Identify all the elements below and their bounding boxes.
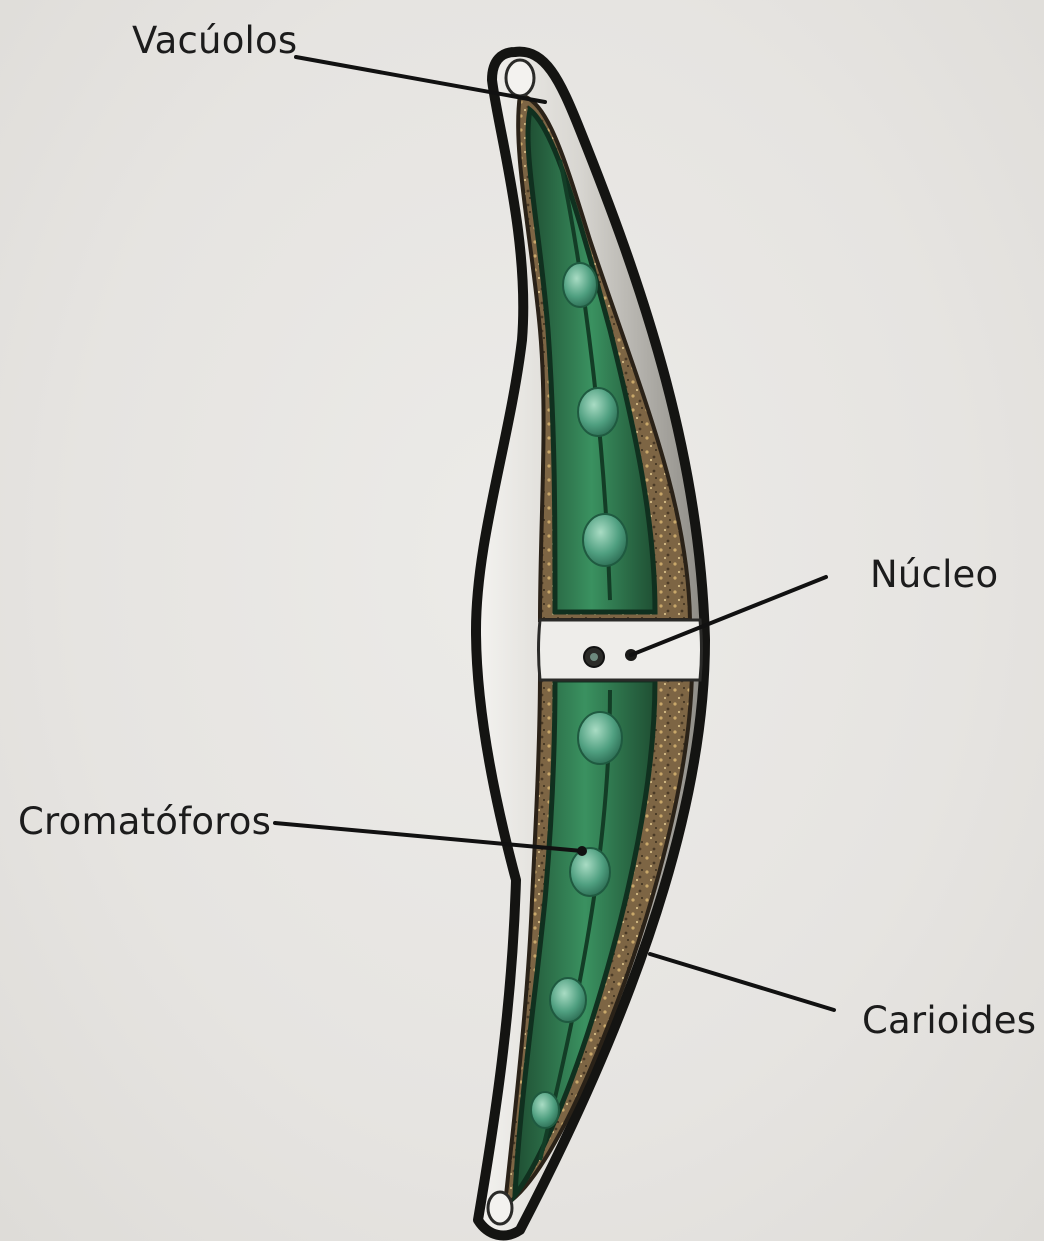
vacuole-bottom — [488, 1192, 512, 1224]
pyrenoid — [583, 514, 627, 566]
central-band — [539, 620, 702, 680]
pyrenoid — [563, 263, 597, 307]
label-nucleo: Núcleo — [870, 556, 998, 593]
pyrenoid — [531, 1092, 559, 1128]
label-cromatoforos: Cromatóforos — [18, 803, 271, 840]
leader-line-carioides — [650, 954, 834, 1010]
label-vacuolos: Vacúolos — [132, 22, 297, 59]
pyrenoid — [578, 388, 618, 436]
nucleus-nucleolus — [590, 653, 598, 661]
pyrenoid — [550, 978, 586, 1022]
pyrenoid — [578, 712, 622, 764]
label-carioides: Carioides — [862, 1002, 1036, 1039]
pyrenoid — [570, 848, 610, 896]
leader-dot-cromatoforos — [577, 846, 587, 856]
vacuole-top — [506, 60, 534, 96]
